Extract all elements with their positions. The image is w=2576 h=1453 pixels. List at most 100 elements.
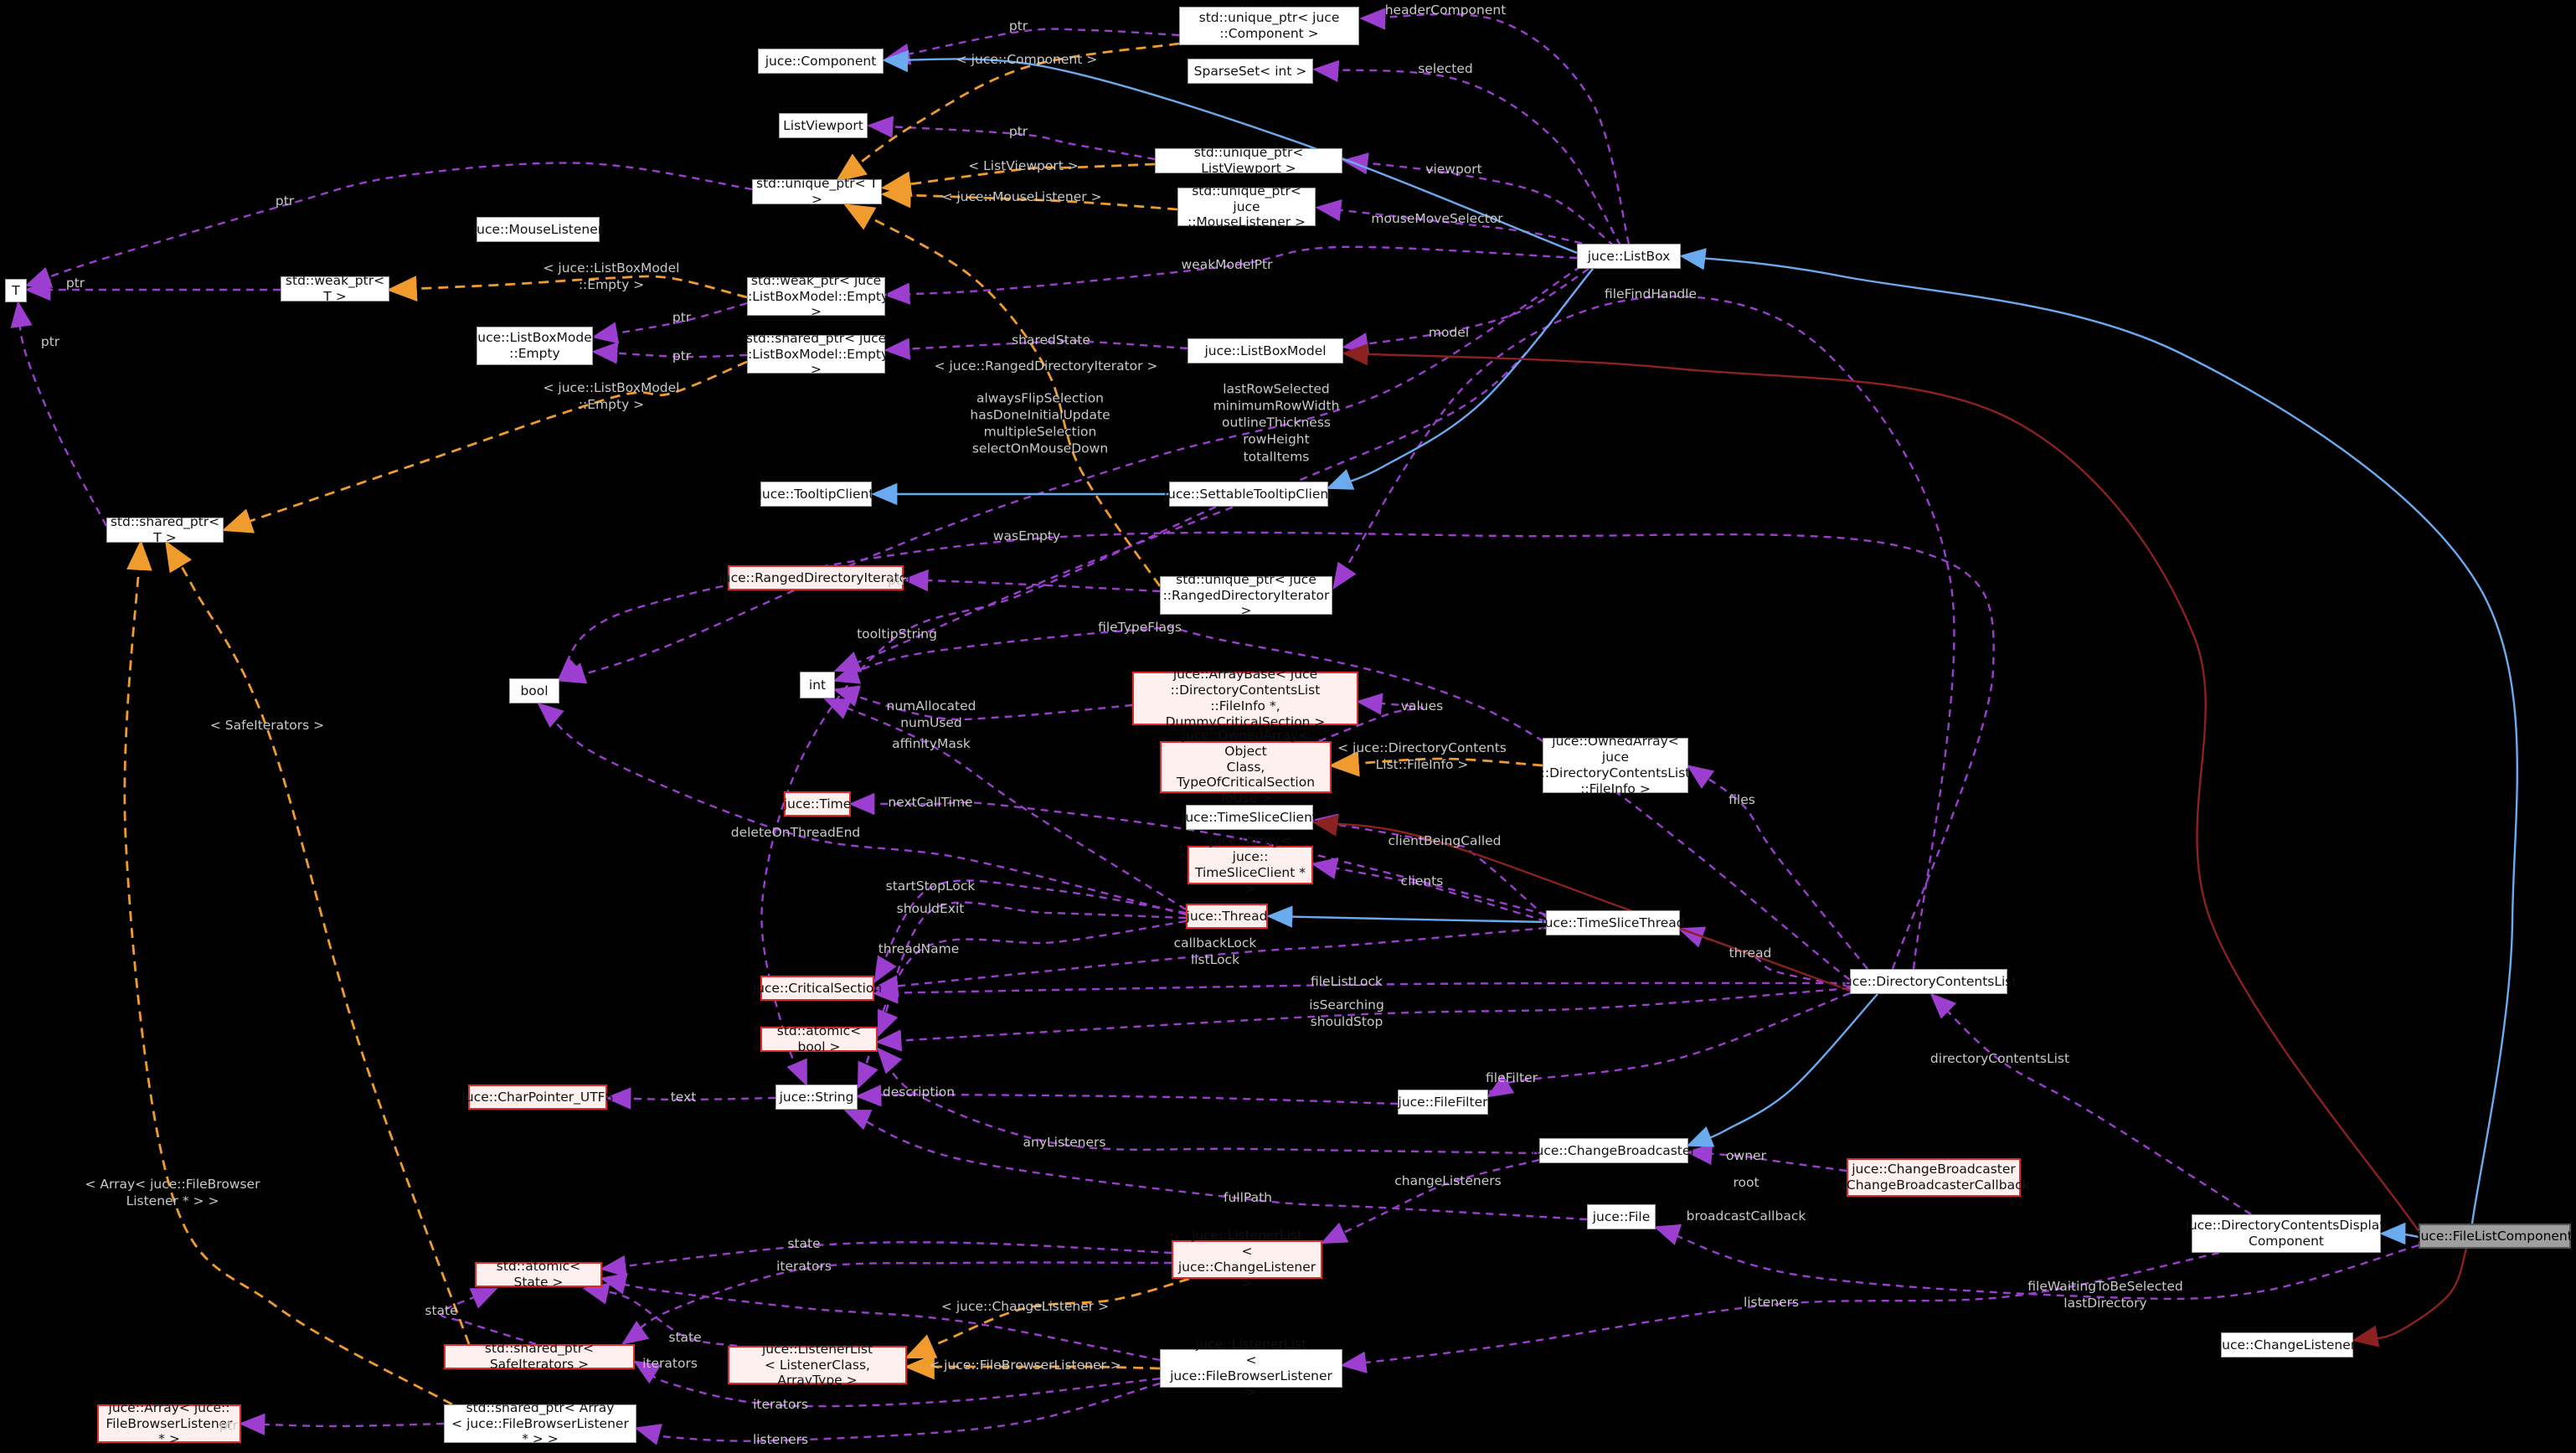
edge-label: state <box>668 1329 702 1345</box>
node-ownedarray-fileinfo[interactable]: juce::OwnedArray< juce ::DirectoryConten… <box>1540 734 1691 796</box>
edge-use-2 <box>1312 59 1622 246</box>
node-listenerlist-generic[interactable]: juce::ListenerList < ListenerClass, Arra… <box>728 1342 907 1388</box>
node-array-filebrowserlistener[interactable]: juce::Array< juce:: FileBrowserListener … <box>97 1400 241 1446</box>
node-file[interactable]: juce::File <box>1587 1204 1656 1229</box>
node-changebroadcastercallback[interactable]: juce::ChangeBroadcaster ::ChangeBroadcas… <box>1837 1158 2030 1197</box>
node-atomic-bool[interactable]: std::atomic< bool > <box>760 1023 878 1054</box>
edge-label: owner <box>1726 1147 1766 1163</box>
edge-label: ptr <box>1008 123 1028 139</box>
node-tooltipclient[interactable]: juce::TooltipClient <box>759 482 873 507</box>
edge-label: fileFindHandle <box>1604 286 1698 301</box>
node-directorycontentslist[interactable]: juce::DirectoryContentsList <box>1841 969 2017 994</box>
edge-label: values <box>1400 698 1444 714</box>
node-filefilter[interactable]: juce::FileFilter <box>1398 1090 1488 1115</box>
node-thread[interactable]: juce::Thread <box>1186 904 1268 929</box>
node-listbox[interactable]: juce::ListBox <box>1577 244 1681 269</box>
edge-label: deleteOnThreadEnd <box>730 824 861 840</box>
edge-label: alwaysFlipSelection hasDoneInitialUpdate… <box>970 390 1110 457</box>
edge-label: iterators <box>642 1355 698 1371</box>
node-unique-ptr-component[interactable]: std::unique_ptr< juce ::Component > <box>1179 7 1359 45</box>
node-t[interactable]: T <box>5 279 27 302</box>
edge-use-14 <box>833 268 1594 672</box>
node-shared-ptr-safeiterators[interactable]: std::shared_ptr< SafeIterators > <box>444 1341 635 1372</box>
node-unique-ptr-mouselistener[interactable]: std::unique_ptr< juce ::MouseListener > <box>1177 183 1316 229</box>
edge-label: < ListViewport > <box>968 157 1079 173</box>
edge-label: fileFilter <box>1486 1069 1538 1085</box>
node-sparseset-int[interactable]: SparseSet< int > <box>1188 59 1313 84</box>
edge-label: iterators <box>753 1396 808 1412</box>
edge-label: changeListeners <box>1394 1172 1502 1188</box>
node-int[interactable]: int <box>800 672 835 698</box>
edge-use-33 <box>872 982 1851 1004</box>
edge-label: tooltipString <box>857 626 937 641</box>
edge-label: wasEmpty <box>992 528 1061 544</box>
edge-use-4 <box>1342 152 1615 247</box>
node-weak-ptr-empty[interactable]: std::weak_ptr< juce ::ListBoxModel::Empt… <box>743 272 889 320</box>
node-listenerlist-changelistener[interactable]: juce::ListenerList < juce::ChangeListene… <box>1172 1228 1322 1291</box>
edge-use-47 <box>582 1282 738 1347</box>
node-string[interactable]: juce::String <box>775 1085 858 1110</box>
node-shared-ptr-empty[interactable]: std::shared_ptr< juce ::ListBoxModel::Em… <box>743 330 889 378</box>
node-shared-ptr-array-fbl[interactable]: std::shared_ptr< Array < juce::FileBrows… <box>444 1400 636 1446</box>
edge-pub-66 <box>1326 268 1594 490</box>
edge-label: model <box>1428 324 1470 340</box>
edge-tpl-55 <box>880 162 1156 198</box>
edge-label: files <box>1728 791 1755 807</box>
node-array-timesliceclient[interactable]: juce::Array< juce:: TimeSliceClient * > <box>1188 833 1313 896</box>
node-listenerlist-filebrowserlistener[interactable]: juce::ListenerList < juce::FileBrowserLi… <box>1160 1337 1342 1399</box>
node-shared-ptr-t[interactable]: std::shared_ptr< T > <box>106 514 224 545</box>
edge-use-39 <box>1320 1158 1540 1244</box>
node-filelistcomponent[interactable]: juce::FileListComponent <box>2417 1224 2573 1249</box>
edge-label: fileTypeFlags <box>1098 619 1182 635</box>
node-directorycontentsdisplaycomponent[interactable]: juce::DirectoryContentsDisplay Component <box>2186 1214 2387 1253</box>
edge-use-40 <box>1686 1142 1847 1172</box>
edge-tpl-57 <box>843 204 1162 587</box>
edge-label: listeners <box>752 1431 809 1447</box>
edge-tpl-60 <box>1328 750 1543 777</box>
node-listviewport[interactable]: ListViewport <box>779 113 868 138</box>
node-bool[interactable]: bool <box>509 678 559 703</box>
edge-label: clientBeingCalled <box>1388 832 1502 848</box>
edge-use-34 <box>875 987 1851 1052</box>
edge-label: description <box>882 1084 956 1100</box>
edge-use-48 <box>600 1272 1161 1362</box>
edge-label: headerComponent <box>1384 2 1507 18</box>
edge-use-17 <box>832 625 1851 981</box>
node-weak-ptr-t[interactable]: std::weak_ptr< T > <box>281 273 389 304</box>
edge-pub-68 <box>1266 905 1547 928</box>
node-rangeddirectoryiterator[interactable]: juce::RangedDirectoryIterator <box>719 565 913 590</box>
node-unique-ptr-rdi[interactable]: std::unique_ptr< juce ::RangedDirectoryI… <box>1160 572 1332 618</box>
node-mouselistener[interactable]: juce::MouseListener <box>473 217 603 242</box>
edge-use-3 <box>867 116 1156 161</box>
node-time[interactable]: juce::Time <box>784 791 851 817</box>
edge-label: root <box>1733 1174 1759 1190</box>
edge-label: weakModelPtr <box>1181 256 1273 272</box>
node-timeslicethread[interactable]: juce::TimeSliceThread <box>1541 910 1685 935</box>
node-juce-component[interactable]: juce::Component <box>758 49 884 74</box>
node-ownedarray-generic[interactable]: juce::OwnedArray< Object Class, TypeOfCr… <box>1160 728 1332 806</box>
node-arraybase[interactable]: juce::ArrayBase< juce ::DirectoryContent… <box>1132 667 1358 729</box>
edge-label: broadcastCallback <box>1686 1208 1806 1224</box>
edge-label: iterators <box>776 1258 832 1274</box>
node-charpointer-utf8[interactable]: juce::CharPointer_UTF8 <box>462 1085 613 1110</box>
node-timesliceclient[interactable]: juce::TimeSliceClient <box>1182 805 1317 830</box>
node-settabletooltipclient[interactable]: juce::SettableTooltipClient <box>1164 482 1333 507</box>
node-criticalsection[interactable]: juce::CriticalSection <box>753 976 882 1001</box>
node-changelistener[interactable]: juce::ChangeListener <box>2218 1332 2356 1358</box>
node-unique-ptr-t[interactable]: std::unique_ptr< T > <box>752 176 882 207</box>
edge-use-23 <box>1687 765 1868 970</box>
edge-label: ptr <box>672 348 692 363</box>
edge-label: ptr <box>65 275 85 291</box>
edge-pub-67 <box>882 49 1578 255</box>
node-atomic-state[interactable]: std::atomic< State > <box>475 1259 602 1290</box>
edge-label: state <box>425 1302 458 1318</box>
edge-label: numAllocated numUsed <box>886 698 976 730</box>
node-listboxmodel-empty[interactable]: juce::ListBoxModel ::Empty <box>474 327 595 365</box>
edge-use-50 <box>634 1382 1161 1445</box>
node-unique-ptr-listviewport[interactable]: std::unique_ptr< ListViewport > <box>1155 145 1342 176</box>
node-changebroadcaster[interactable]: juce::ChangeBroadcaster <box>1532 1138 1696 1163</box>
edge-use-36 <box>855 1085 1399 1107</box>
edge-label: callbackLock listLock <box>1173 935 1257 967</box>
node-listboxmodel[interactable]: juce::ListBoxModel <box>1188 338 1343 363</box>
edge-label: < juce::RangedDirectoryIterator > <box>934 358 1158 374</box>
